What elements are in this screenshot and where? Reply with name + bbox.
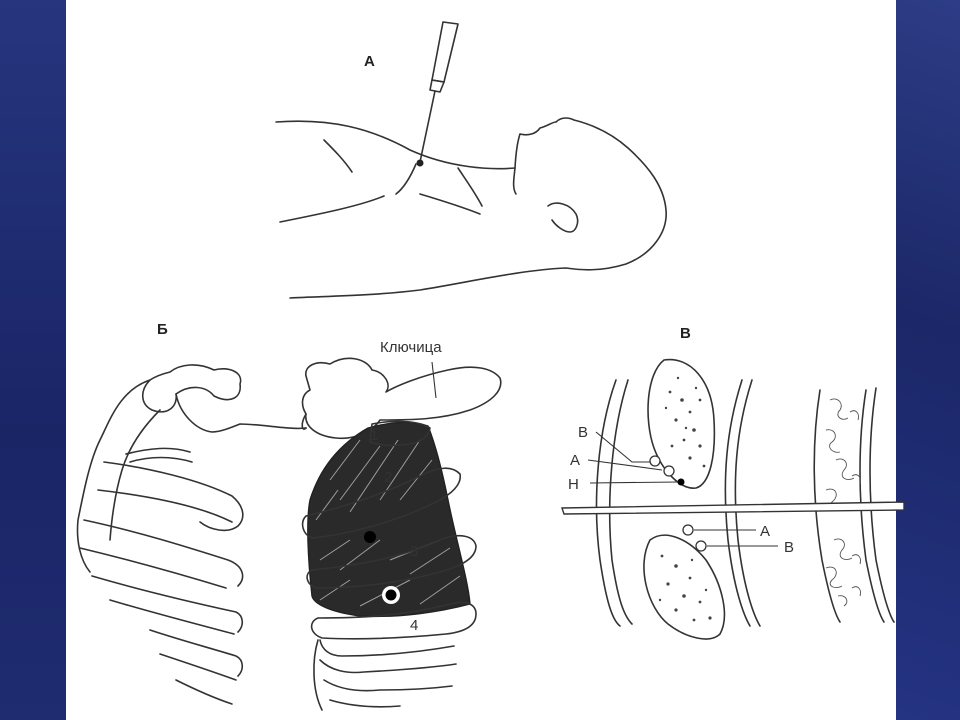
illustration-sheet: [66, 0, 896, 720]
upper-lung-section: [647, 358, 716, 489]
intercostal-muscle-region: [307, 421, 471, 618]
rib-number-2: 2: [384, 469, 392, 486]
patient-body-outline: [275, 117, 667, 299]
needle-icon: [561, 501, 905, 515]
panel-a: А: [275, 21, 667, 299]
label-vein-upper: В: [578, 424, 588, 441]
cartilage-texture: [825, 398, 861, 607]
label-artery-lower: А: [760, 523, 770, 540]
syringe-icon: [416, 21, 459, 167]
artery-lower: [682, 524, 694, 536]
label-nerve-upper: Н: [568, 476, 579, 493]
panel-v-letter: В: [680, 325, 691, 342]
left-ribcage: [76, 364, 307, 705]
slide-background-right: [896, 0, 960, 720]
rib-number-4: 4: [410, 617, 418, 634]
nerve-upper: [677, 478, 685, 486]
panel-v: В: [561, 325, 905, 640]
panel-b-letter: Б: [157, 321, 168, 338]
vein-upper: [649, 455, 661, 467]
right-ribcage: 1 2 3 4: [301, 357, 502, 711]
panel-a-letter: А: [364, 53, 375, 70]
panel-b: Б Ключица: [76, 321, 502, 711]
lower-lung-section: [643, 534, 726, 640]
rib-number-3: 3: [410, 543, 418, 560]
clavicle-label: Ключица: [380, 339, 442, 356]
label-vein-lower: В: [784, 539, 794, 556]
rib-number-1: 1: [370, 427, 378, 444]
slide-background-left: [0, 0, 66, 720]
artery-upper: [663, 465, 675, 477]
label-artery-upper: А: [570, 452, 580, 469]
vein-lower: [695, 540, 707, 552]
